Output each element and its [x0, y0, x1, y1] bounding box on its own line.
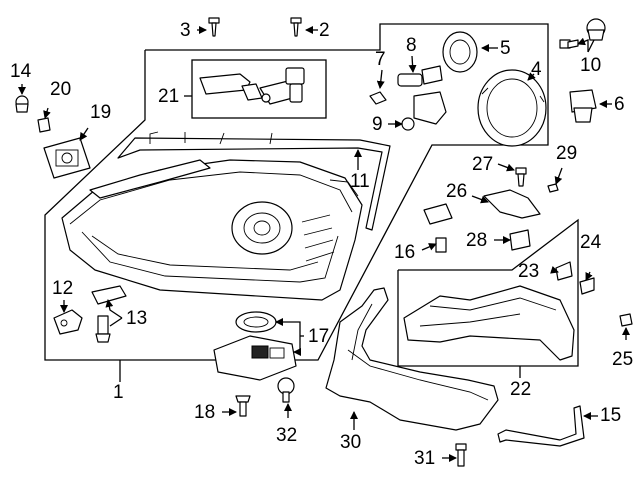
callout-25: 25 [612, 349, 634, 370]
callout-32: 32 [276, 425, 298, 446]
screws-2-3-drawing [208, 17, 302, 37]
seal-strip-drawing [117, 131, 391, 231]
callout-20: 20 [50, 79, 72, 100]
callout-2: 2 [319, 20, 330, 41]
carrier-30-drawing [325, 287, 499, 431]
callout-12: 12 [52, 278, 74, 299]
bracket-22-drawing [403, 261, 595, 361]
callout-31: 31 [414, 448, 436, 469]
bracket-inset-box [191, 59, 327, 119]
hose-15-drawing [497, 405, 585, 447]
callout-24: 24 [580, 232, 602, 253]
sensor-12-13-drawing [53, 285, 127, 343]
callout-7: 7 [375, 49, 386, 70]
callout-leaders [18, 26, 630, 462]
callout-27: 27 [472, 154, 494, 175]
callout-1: 1 [113, 382, 124, 403]
callout-17: 17 [308, 326, 330, 347]
callout-10: 10 [580, 55, 602, 76]
callout-28: 28 [466, 230, 488, 251]
parts-16-29-drawing [423, 167, 559, 253]
bracket-22-box [397, 218, 579, 367]
callout-22: 22 [510, 379, 532, 400]
callout-21: 21 [158, 86, 180, 107]
callout-14: 14 [10, 61, 32, 82]
callout-23: 23 [518, 261, 540, 282]
bolts-18-31-32-drawing [235, 377, 467, 467]
callout-16: 16 [394, 242, 416, 263]
callout-9: 9 [372, 114, 383, 135]
callout-15: 15 [600, 405, 622, 426]
callout-26: 26 [446, 181, 468, 202]
headlamp-group-outline [44, 23, 549, 361]
headlamp-drawing [61, 159, 363, 301]
callout-5: 5 [500, 38, 511, 59]
screw-25-drawing [619, 313, 633, 327]
callout-19: 19 [90, 102, 112, 123]
bracket-21-drawing [199, 67, 305, 105]
module-19-drawing [15, 95, 91, 179]
callout-11: 11 [350, 171, 370, 192]
callout-6: 6 [614, 94, 625, 115]
callout-3: 3 [180, 20, 191, 41]
parts-6-10-drawing [559, 18, 606, 123]
callout-13: 13 [126, 308, 148, 329]
control-unit-17-drawing [213, 311, 297, 381]
bulbs-7-8-9-drawing [369, 65, 447, 131]
callout-30: 30 [340, 432, 362, 453]
callout-29: 29 [556, 143, 578, 164]
covers-4-5-drawing [442, 31, 547, 147]
callout-18: 18 [194, 402, 216, 423]
callout-8: 8 [406, 35, 417, 56]
callout-4: 4 [531, 59, 542, 80]
